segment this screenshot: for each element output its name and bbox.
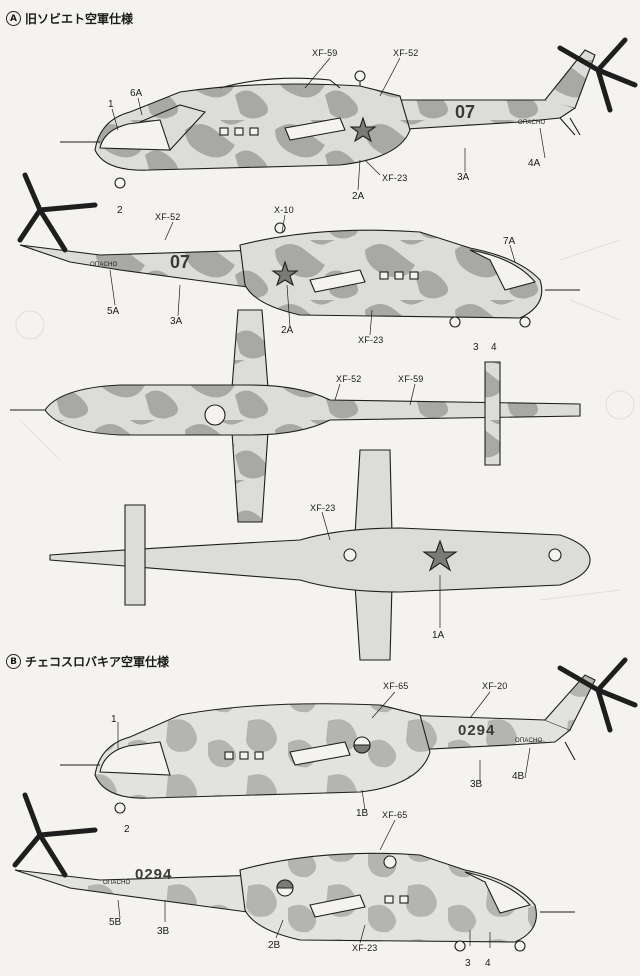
soviet-top-view — [10, 309, 581, 523]
part-number: 3B — [157, 926, 170, 937]
section-b-label: チェコスロバキア空軍仕様 — [25, 655, 170, 669]
part-number: 4A — [528, 158, 541, 169]
czech-tail-number-left: 0294 — [458, 722, 496, 739]
paint-callout: XF-52 — [336, 374, 362, 384]
leader-lines — [109, 57, 546, 948]
soviet-tail-number-right: 07 — [170, 252, 191, 272]
tail-warning-text-b2: ОПАСНО — [103, 880, 131, 886]
tail-warning-text-b1: ОПАСНО — [515, 738, 543, 744]
part-number: 2B — [268, 940, 281, 951]
paint-callout: XF-52 — [155, 212, 181, 222]
part-number: 4 — [491, 342, 497, 353]
part-number: 2 — [117, 205, 123, 216]
part-number: 3A — [170, 316, 183, 327]
section-a-marker: A — [6, 11, 21, 26]
soviet-tail-number-left: 07 — [455, 102, 476, 122]
soviet-side-view-left — [60, 37, 638, 189]
part-number: 3A — [457, 172, 470, 183]
part-number: 1 — [111, 714, 117, 725]
czech-side-view-right — [12, 792, 575, 952]
background-ghost-shapes — [15, 239, 635, 601]
part-number: 4B — [512, 771, 525, 782]
part-number: 1B — [356, 808, 369, 819]
part-number: 3B — [470, 779, 483, 790]
part-number: 2A — [352, 191, 365, 202]
czech-tail-number-right: 0294 — [135, 866, 173, 883]
part-number: 2A — [281, 325, 294, 336]
part-number: 7A — [503, 236, 516, 247]
part-number: 2 — [124, 824, 130, 835]
paint-callout: XF-65 — [382, 810, 408, 820]
part-number: 5B — [109, 917, 122, 928]
section-a-label: 旧ソビエト空軍仕様 — [25, 12, 134, 26]
section-b-marker: B — [6, 654, 21, 669]
section-a-title: A 旧ソビエト空軍仕様 — [6, 10, 133, 27]
tail-warning-text-a2: ОПАСНО — [90, 262, 118, 268]
paint-callout: XF-23 — [358, 335, 384, 345]
paint-callout: XF-52 — [393, 48, 419, 58]
paint-callout: XF-23 — [310, 503, 336, 513]
part-number: 4 — [485, 958, 491, 969]
paint-callout: XF-65 — [383, 681, 409, 691]
part-number: 1 — [108, 99, 114, 110]
part-number: 3 — [473, 342, 479, 353]
soviet-side-view-right — [17, 172, 580, 328]
tail-warning-text-a1: ОПАСНО — [518, 120, 546, 126]
paint-callout: XF-59 — [398, 374, 424, 384]
soviet-bottom-view — [49, 449, 591, 661]
paint-callout: XF-20 — [482, 681, 508, 691]
czech-side-view-left — [60, 657, 638, 814]
paint-callout: XF-59 — [312, 48, 338, 58]
part-number: 1A — [432, 630, 445, 641]
paint-callout: XF-23 — [382, 173, 408, 183]
paint-callout: X-10 — [274, 205, 294, 215]
section-b-title: B チェコスロバキア空軍仕様 — [6, 653, 169, 670]
part-number: 6A — [130, 88, 143, 99]
part-number: 5A — [107, 306, 120, 317]
paint-callout: XF-23 — [352, 943, 378, 953]
part-number: 3 — [465, 958, 471, 969]
